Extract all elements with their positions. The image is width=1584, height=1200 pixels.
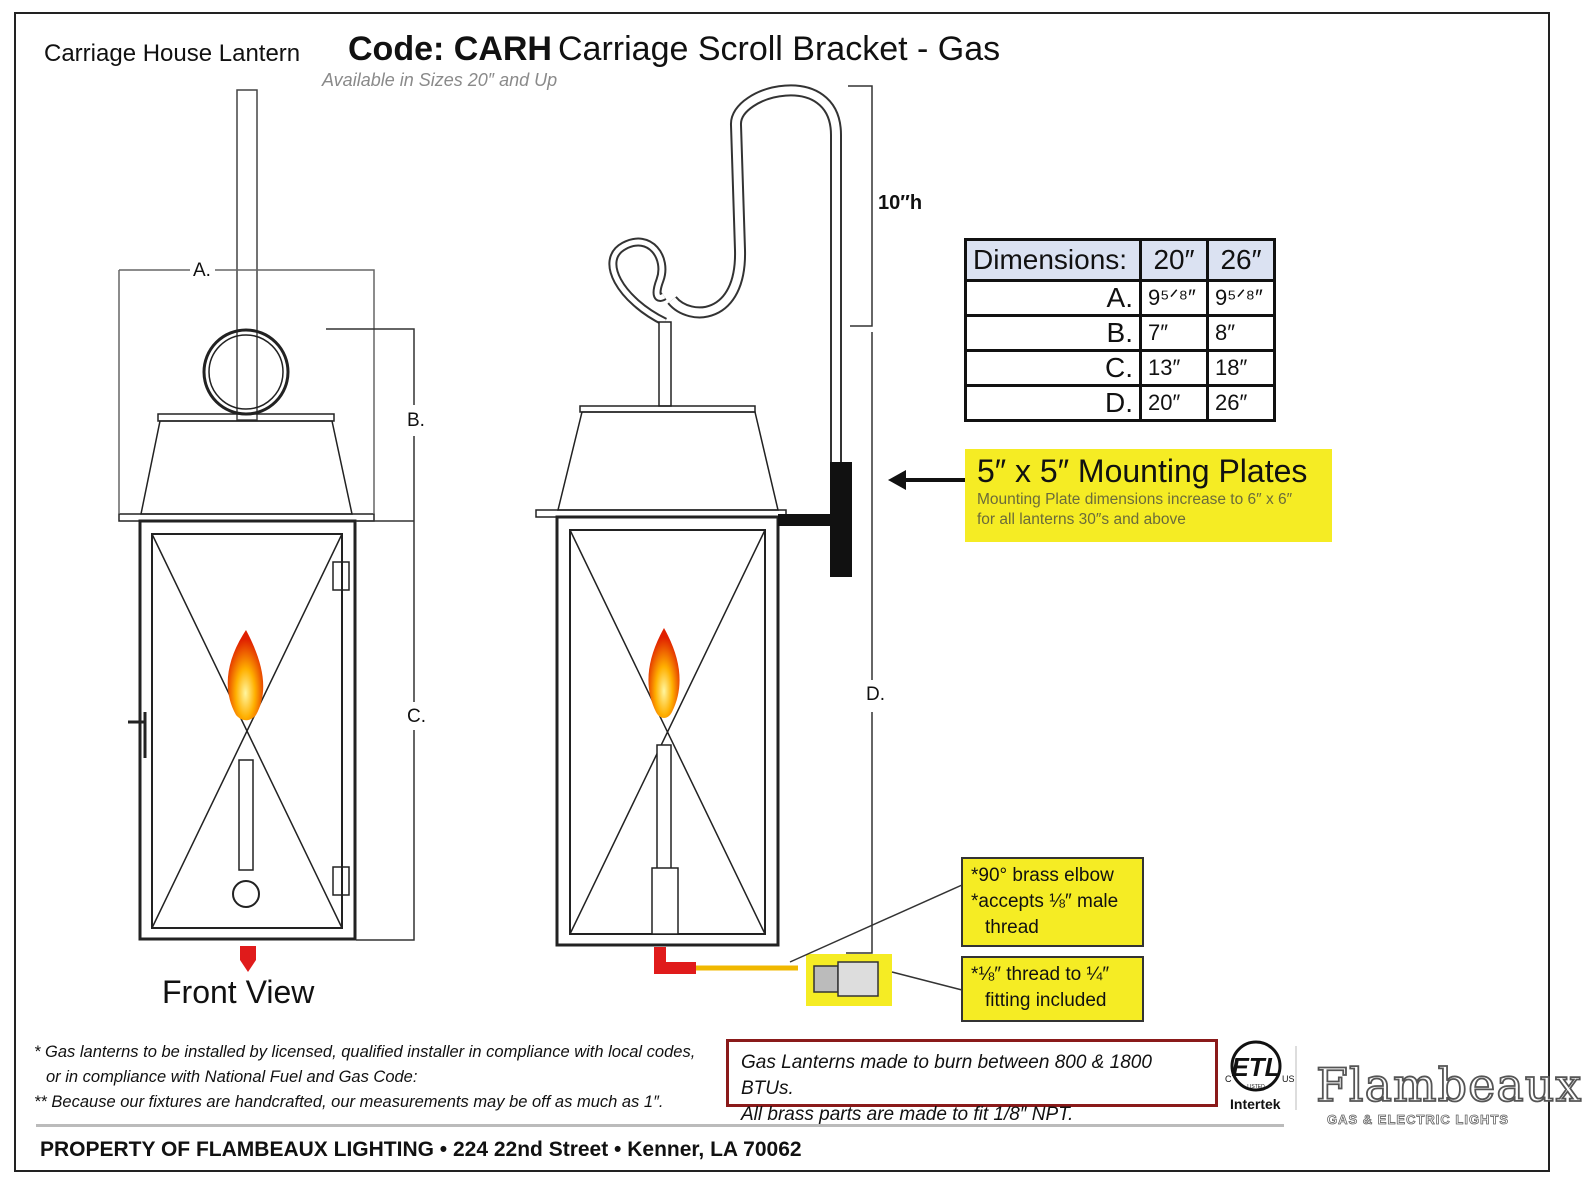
etl-c-text: C <box>1225 1074 1232 1084</box>
product-name: Carriage House Lantern <box>44 40 301 67</box>
elbow-line-3: thread <box>985 917 1039 938</box>
dimension-label-c: C. <box>407 706 426 727</box>
dimension-label-d: D. <box>866 684 885 705</box>
product-code: Code: CARH <box>348 30 552 68</box>
etl-text: ETL <box>1231 1052 1280 1082</box>
btu-info-box: Gas Lanterns made to burn between 800 & … <box>726 1039 1218 1125</box>
dimensions-header-size1: 20″ <box>1139 238 1209 282</box>
side-view-lantern <box>535 84 966 1006</box>
row-label: D. <box>964 384 1142 422</box>
front-view-caption: Front View <box>162 974 315 1010</box>
brass-elbow-callout: *90° brass elbow *accepts ⅛″ male thread <box>961 857 1144 947</box>
mounting-plates-callout: 5″ x 5″ Mounting Plates Mounting Plate d… <box>965 449 1332 542</box>
dimensions-row-c: C. 13″ 18″ <box>964 349 1276 387</box>
mounting-plates-note-2: for all lanterns 30″s and above <box>977 511 1186 528</box>
row-label: C. <box>964 349 1142 387</box>
etl-listed-text: LISTED <box>1247 1084 1265 1090</box>
note-line-3: ** Because our fixtures are handcrafted,… <box>34 1093 664 1111</box>
fitting-callout: *⅛″ thread to ¼″ fitting included <box>961 956 1144 1022</box>
etl-listed-mark <box>1230 1040 1282 1092</box>
dimension-label-b: B. <box>407 410 425 431</box>
product-title: Carriage Scroll Bracket - Gas <box>558 30 1001 68</box>
row-value-26: 26″ <box>1206 384 1276 422</box>
availability-note: Available in Sizes 20″ and Up <box>322 70 558 90</box>
row-value-20: 9⁵ᐟ⁸″ <box>1139 279 1209 317</box>
intertek-label: Intertek <box>1230 1096 1281 1112</box>
dimensions-header-size2: 26″ <box>1206 238 1276 282</box>
bracket-height-label: 10″h <box>878 192 923 214</box>
dimensions-row-b: B. 7″ 8″ <box>964 314 1276 352</box>
btu-line-2: All brass parts are made to fit 1/8″ NPT… <box>741 1104 1074 1125</box>
dimension-label-a: A. <box>193 260 211 281</box>
note-line-1: * Gas lanterns to be installed by licens… <box>34 1043 696 1061</box>
row-value-20: 13″ <box>1139 349 1209 387</box>
row-value-26: 18″ <box>1206 349 1276 387</box>
dimensions-header-label: Dimensions: <box>964 238 1142 282</box>
front-view-lantern <box>118 89 415 972</box>
footer-address: PROPERTY OF FLAMBEAUX LIGHTING • 224 22n… <box>40 1138 802 1161</box>
dimensions-row-a: A. 9⁵ᐟ⁸″ 9⁵ᐟ⁸″ <box>964 279 1276 317</box>
row-value-20: 20″ <box>1139 384 1209 422</box>
flambeaux-logo: Flambeaux <box>1315 1057 1583 1113</box>
row-value-26: 9⁵ᐟ⁸″ <box>1206 279 1276 317</box>
mounting-plates-note-1: Mounting Plate dimensions increase to 6″… <box>977 491 1293 508</box>
dimensions-table: Dimensions: 20″ 26″ A. 9⁵ᐟ⁸″ 9⁵ᐟ⁸″ B. 7″… <box>964 238 1276 422</box>
etl-us-text: US <box>1282 1074 1295 1084</box>
mounting-plates-title: 5″ x 5″ Mounting Plates <box>977 453 1308 489</box>
row-label: B. <box>964 314 1142 352</box>
btu-line-1: Gas Lanterns made to burn between 800 & … <box>741 1052 1152 1099</box>
row-value-20: 7″ <box>1139 314 1209 352</box>
flambeaux-logo-subtitle: GAS & ELECTRIC LIGHTS <box>1327 1112 1510 1128</box>
row-value-26: 8″ <box>1206 314 1276 352</box>
elbow-line-2: *accepts ⅛″ male <box>971 891 1119 912</box>
note-line-2: or in compliance with National Fuel and … <box>46 1068 418 1086</box>
footer-divider <box>36 1124 1284 1127</box>
elbow-line-1: *90° brass elbow <box>971 865 1114 886</box>
fitting-line-2: fitting included <box>985 990 1107 1011</box>
dimensions-row-d: D. 20″ 26″ <box>964 384 1276 422</box>
installation-notes: * Gas lanterns to be installed by licens… <box>34 1040 695 1115</box>
row-label: A. <box>964 279 1142 317</box>
fitting-line-1: *⅛″ thread to ¼″ <box>971 964 1110 985</box>
page-frame <box>14 12 1550 1172</box>
dimensions-header-row: Dimensions: 20″ 26″ <box>964 238 1276 282</box>
